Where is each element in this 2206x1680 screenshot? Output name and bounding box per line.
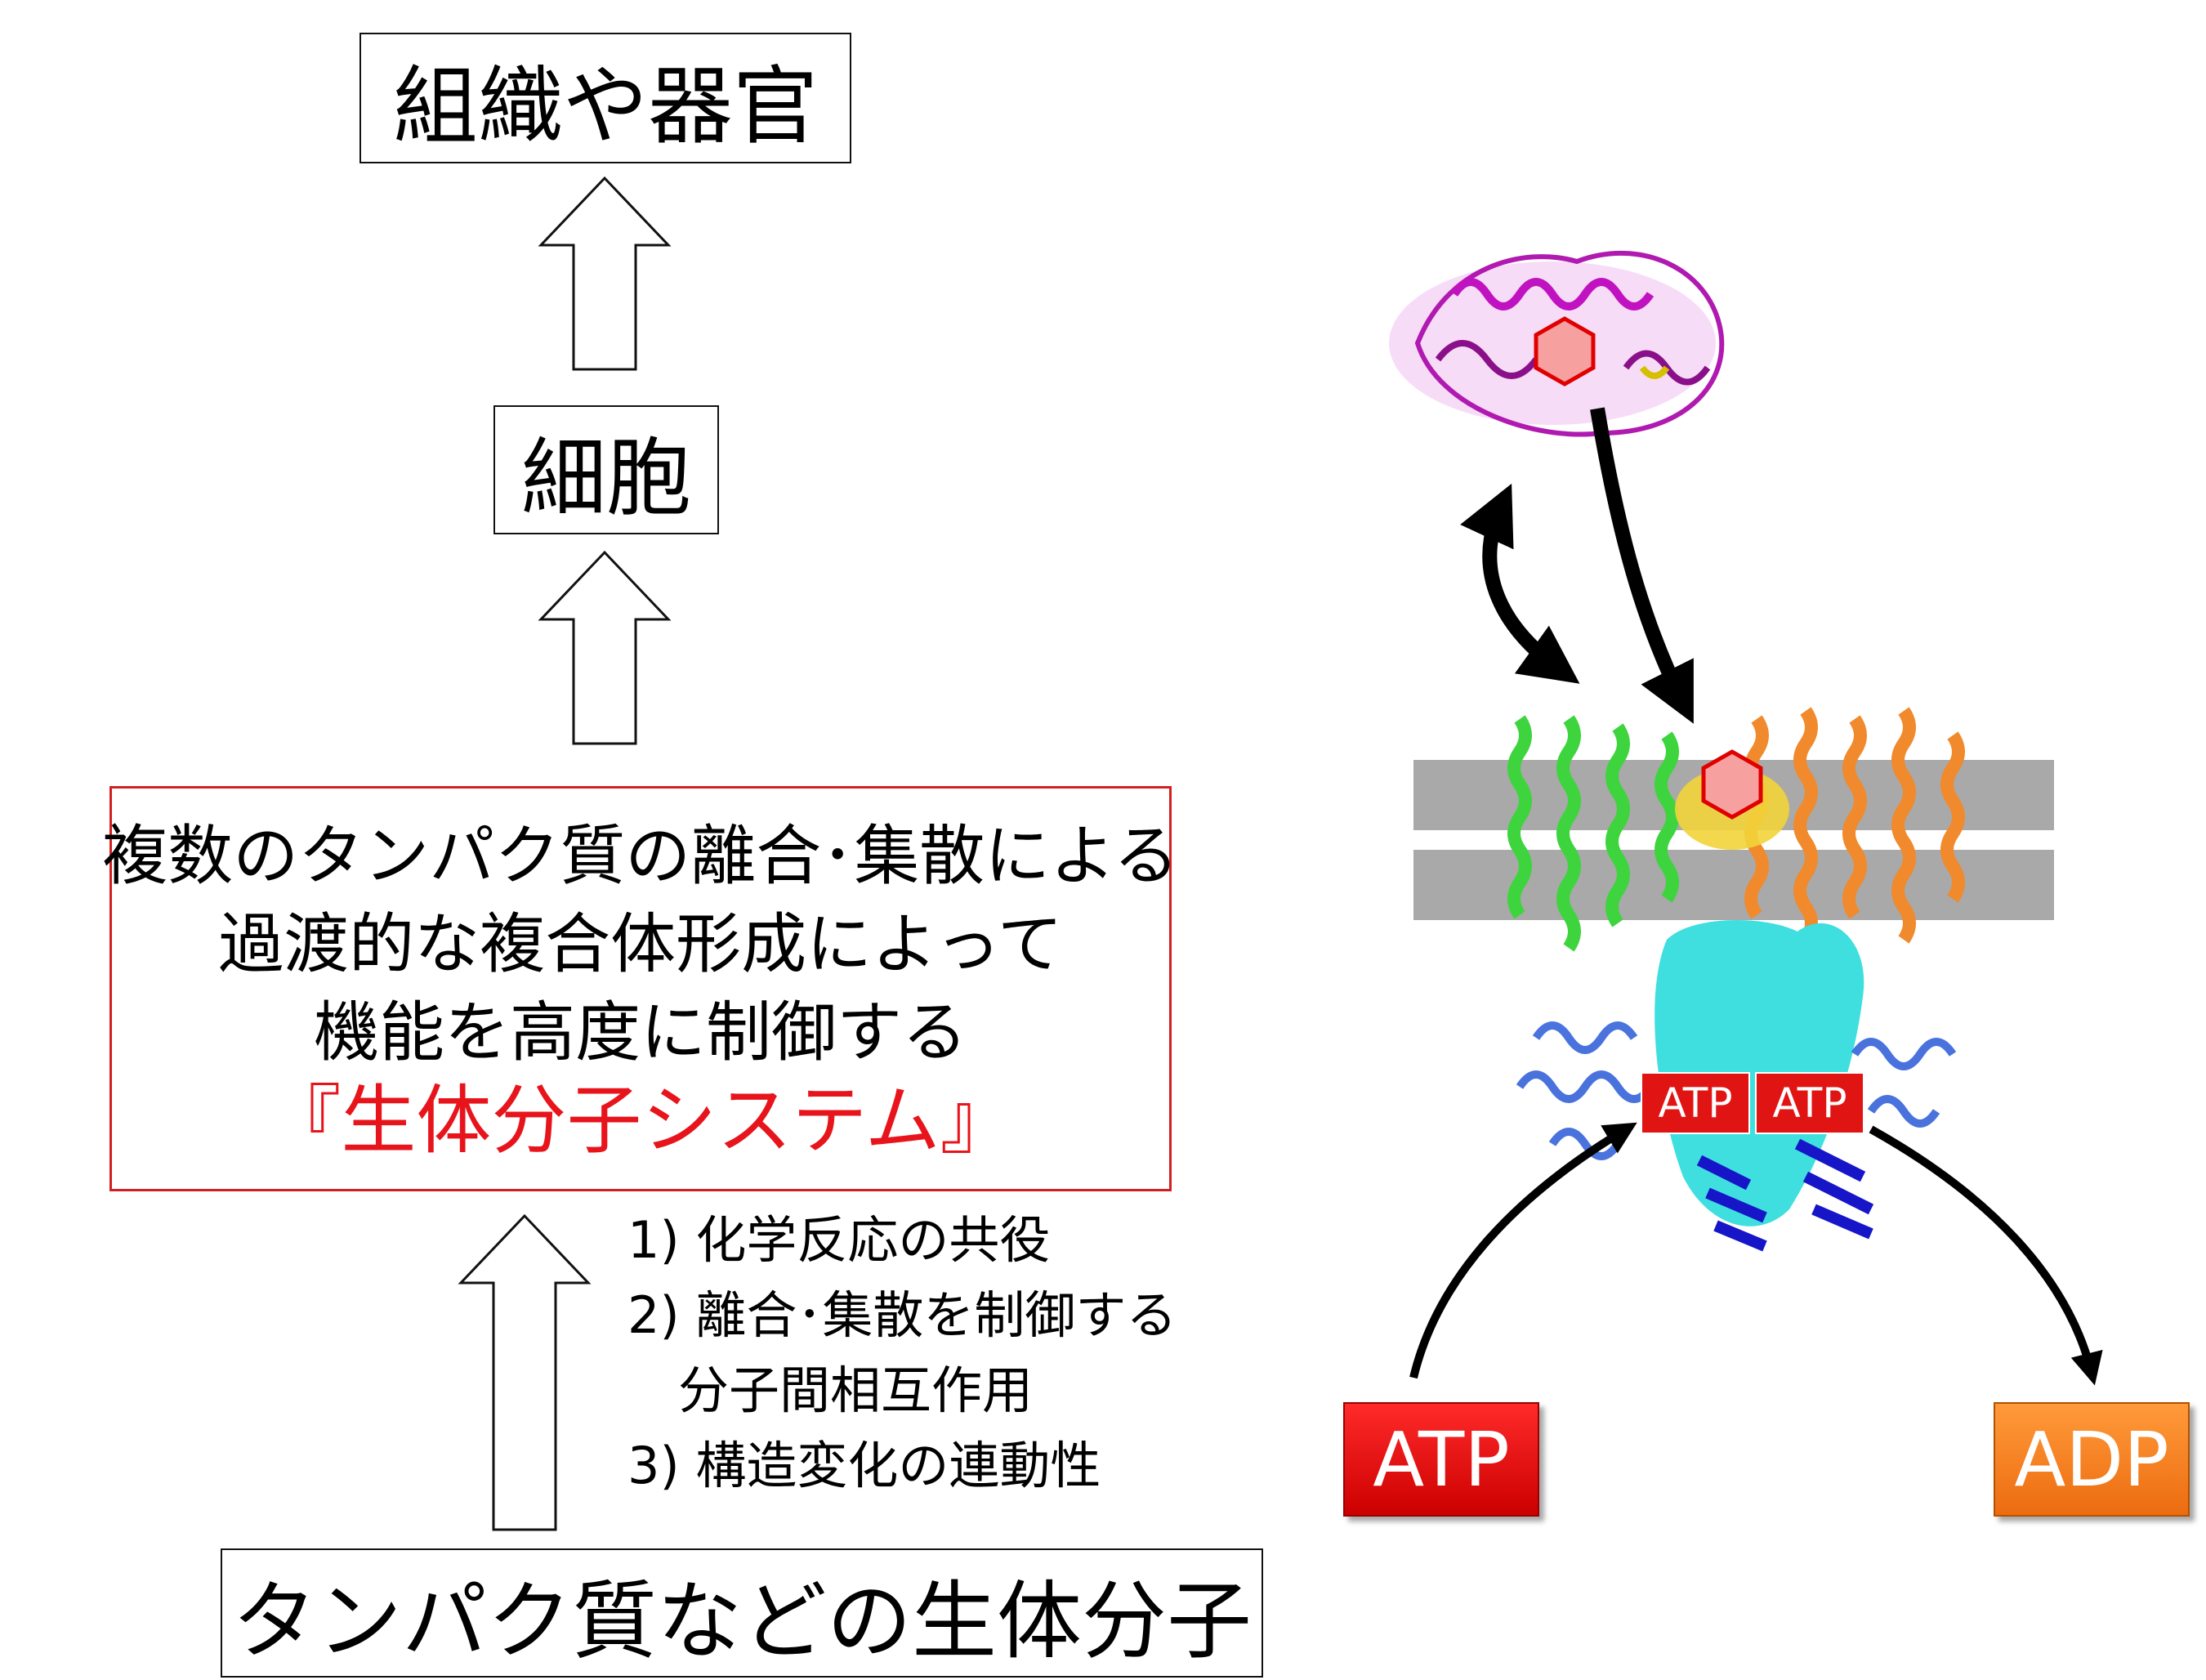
- mechanism-item: 1) 化学反応の共役: [627, 1210, 1051, 1270]
- heme-transfer-arrow: [1590, 407, 1694, 724]
- atp-input-label: ATP: [1343, 1402, 1539, 1517]
- system-line-3: 機能を高度に制御する: [314, 994, 967, 1070]
- up-arrow-molecule-to-system: [458, 1213, 592, 1531]
- atp-binding-site-label: ATP: [1641, 1072, 1750, 1134]
- tissue-organ-box: 組織や器官: [359, 33, 851, 163]
- cell-label: 細胞: [520, 427, 691, 528]
- membrane-transporter-icon: [1507, 707, 1965, 1252]
- biomolecule-label: タンパク質などの生体分子: [231, 1571, 1252, 1671]
- biomolecule-box: タンパク質などの生体分子: [221, 1548, 1263, 1678]
- tissue-organ-label: 組織や器官: [392, 56, 818, 156]
- atp-binding-site-label: ATP: [1755, 1072, 1864, 1134]
- mechanism-list: 1) 化学反応の共役 2) 離合･集散を制御する 分子間相互作用 3) 構造変化…: [627, 1203, 1177, 1504]
- system-line-2: 過渡的な複合体形成によって: [218, 906, 1063, 982]
- biomolecular-system-box: 複数のタンパク質の離合･集散による 過渡的な複合体形成によって 機能を高度に制御…: [102, 786, 1179, 1191]
- adp-output-label: ADP: [1994, 1402, 2190, 1517]
- cell-box: 細胞: [493, 405, 719, 534]
- up-arrow-system-to-cell: [538, 550, 672, 745]
- adp-release-arrow: [1869, 1125, 2103, 1386]
- binding-equilibrium-arrow: [1460, 483, 1580, 684]
- mechanism-item: 分子間相互作用: [627, 1361, 1034, 1420]
- mechanism-item: 2) 離合･集散を制御する: [627, 1285, 1177, 1345]
- atp-uptake-arrow: [1409, 1122, 1637, 1379]
- system-line-1: 複数のタンパク質の離合･集散による: [102, 818, 1179, 894]
- soluble-protein-icon: [1389, 251, 1725, 437]
- system-highlight: 『生体分子システム』: [266, 1077, 1016, 1164]
- up-arrow-cell-to-tissue: [538, 176, 672, 371]
- mechanism-item: 3) 構造変化の連動性: [627, 1436, 1101, 1495]
